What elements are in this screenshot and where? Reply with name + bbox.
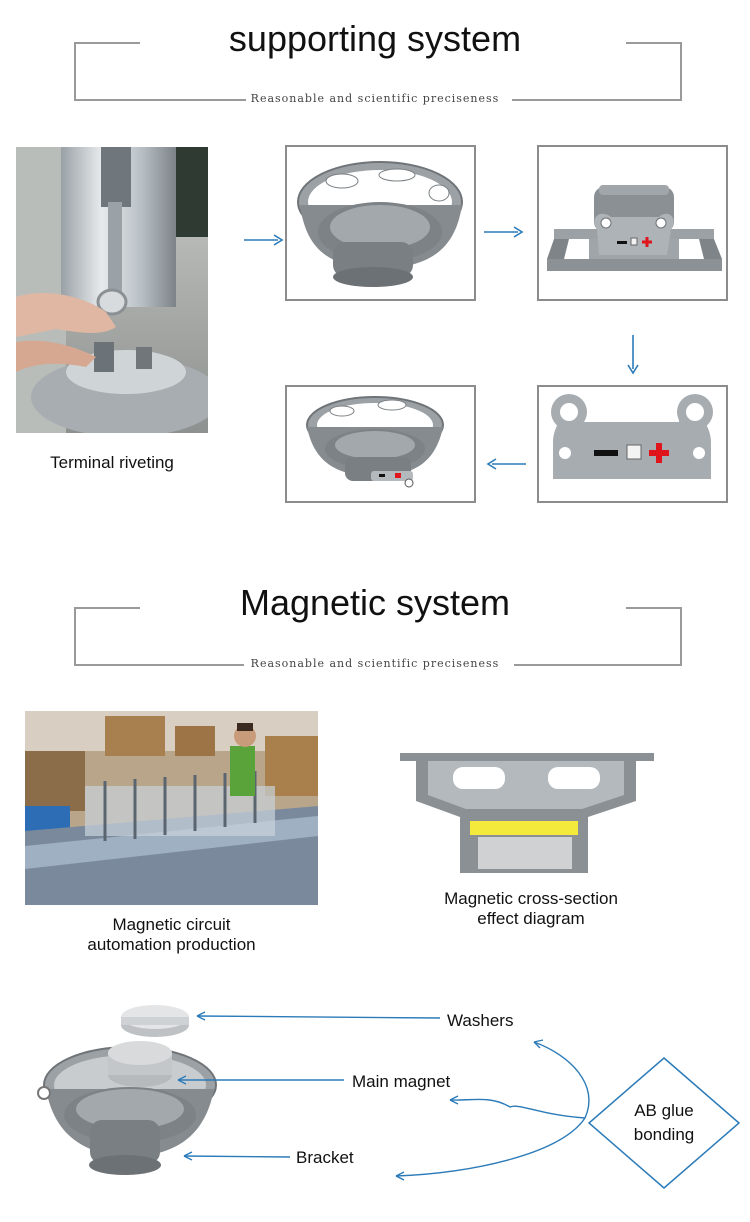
bracket-icon bbox=[297, 161, 463, 287]
terminal-plate-icon bbox=[551, 394, 713, 479]
arrow-right-icon bbox=[244, 233, 284, 247]
magnetic-cross-section-diagram bbox=[398, 749, 658, 879]
frame-line bbox=[74, 607, 140, 609]
arrow-right-icon bbox=[484, 225, 524, 239]
section-subtitle: Reasonable and scientific preciseness bbox=[250, 92, 500, 105]
frame-line bbox=[514, 664, 682, 666]
washers-label: Washers bbox=[447, 1011, 514, 1030]
bracket-terminal-icon bbox=[547, 185, 722, 271]
frame-line bbox=[74, 99, 246, 101]
terminal-plate-render-box bbox=[537, 385, 728, 503]
section-title: supporting system bbox=[228, 18, 522, 59]
terminal-riveting-photo bbox=[16, 147, 208, 433]
ab-glue-bonding-label: AB glue bonding bbox=[604, 1099, 724, 1147]
frame-line bbox=[512, 99, 682, 101]
frame-line bbox=[74, 42, 140, 44]
bracket-render-box bbox=[285, 145, 476, 301]
bracket-terminal-render-box bbox=[537, 145, 728, 301]
frame-line bbox=[626, 42, 682, 44]
caption-line: Magnetic circuit bbox=[112, 915, 231, 934]
arrow-down-icon bbox=[626, 335, 640, 375]
arrow-left-icon bbox=[486, 457, 526, 471]
automation-production-caption: Magnetic circuit automation production bbox=[25, 915, 318, 955]
terminal-riveting-caption: Terminal riveting bbox=[50, 453, 174, 472]
section-title: Magnetic system bbox=[239, 582, 511, 623]
frame-line bbox=[626, 607, 682, 609]
automation-production-photo bbox=[25, 711, 318, 905]
frame-line bbox=[680, 42, 682, 100]
caption-line: effect diagram bbox=[477, 909, 585, 928]
frame-line bbox=[74, 42, 76, 100]
frame-line bbox=[74, 664, 244, 666]
ab-glue-line: AB glue bbox=[634, 1101, 694, 1120]
main-magnet-label: Main magnet bbox=[352, 1072, 451, 1091]
diamond-icon bbox=[587, 1057, 741, 1189]
section-subtitle: Reasonable and scientific preciseness bbox=[250, 657, 500, 670]
bracket-label: Bracket bbox=[296, 1148, 354, 1167]
assembly-diagram bbox=[0, 985, 750, 1222]
cross-section-caption: Magnetic cross-section effect diagram bbox=[398, 889, 664, 929]
caption-line: Magnetic cross-section bbox=[444, 889, 618, 908]
caption-line: automation production bbox=[87, 935, 256, 954]
assembled-bracket-render-box bbox=[285, 385, 476, 503]
frame-line bbox=[74, 607, 76, 665]
assembled-bracket-icon bbox=[306, 396, 444, 488]
ab-glue-line: bonding bbox=[633, 1125, 695, 1144]
frame-line bbox=[680, 607, 682, 665]
